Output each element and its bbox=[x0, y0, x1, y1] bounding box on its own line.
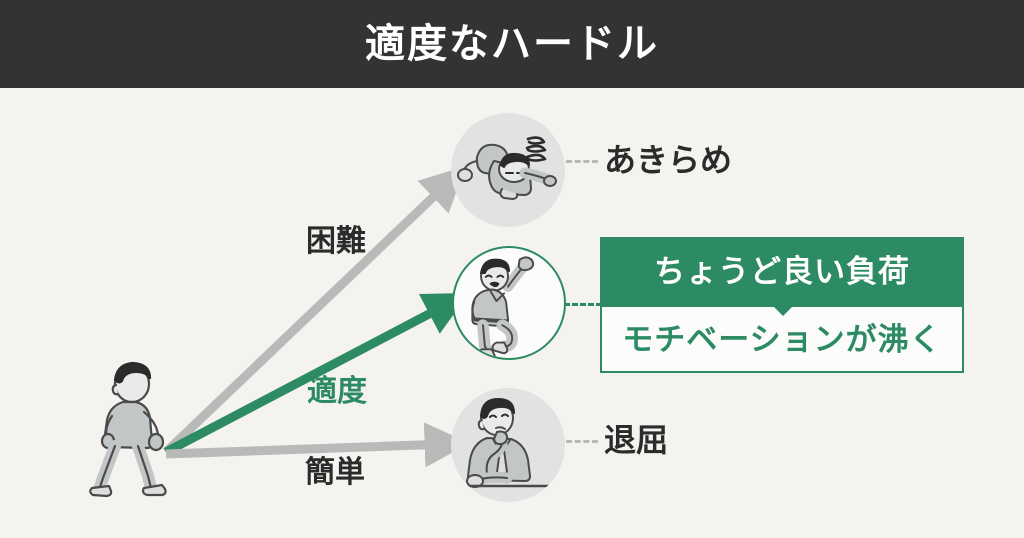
callout-heading: ちょうど良い負荷 bbox=[600, 237, 964, 305]
arrow-label-easy: 簡単 bbox=[305, 456, 365, 489]
cheering-person-icon bbox=[471, 256, 535, 358]
node-circle-bored bbox=[451, 388, 565, 502]
node-circle-giveup bbox=[451, 113, 565, 227]
arrow-moderate bbox=[163, 292, 470, 456]
collapsed-person-icon bbox=[457, 136, 557, 200]
arrow-layer bbox=[162, 166, 470, 468]
bored-person-icon bbox=[457, 398, 555, 488]
arrow-hard bbox=[162, 166, 466, 456]
connector-motivated bbox=[564, 303, 602, 306]
callout-notch-icon bbox=[772, 305, 794, 316]
header-bar: 適度なハードル bbox=[0, 0, 1024, 88]
arrow-label-hard: 困難 bbox=[306, 225, 366, 258]
page-title: 適度なハードル bbox=[365, 22, 659, 66]
arrow-label-moderate: 適度 bbox=[307, 375, 367, 408]
connector-bored bbox=[566, 440, 598, 443]
outcome-label-bored: 退屈 bbox=[604, 422, 669, 458]
node-circle-motivated bbox=[452, 246, 566, 360]
arrow-easy bbox=[165, 422, 470, 468]
callout-heading-text: ちょうど良い負荷 bbox=[654, 253, 910, 289]
connector-giveup bbox=[566, 160, 598, 163]
callout-body: モチベーションが沸く bbox=[600, 305, 964, 373]
walking-person-icon bbox=[89, 361, 167, 498]
outcome-label-giveup: あきらめ bbox=[604, 142, 733, 178]
callout-box: ちょうど良い負荷 モチベーションが沸く bbox=[600, 237, 964, 373]
callout-body-text: モチベーションが沸く bbox=[622, 321, 942, 357]
